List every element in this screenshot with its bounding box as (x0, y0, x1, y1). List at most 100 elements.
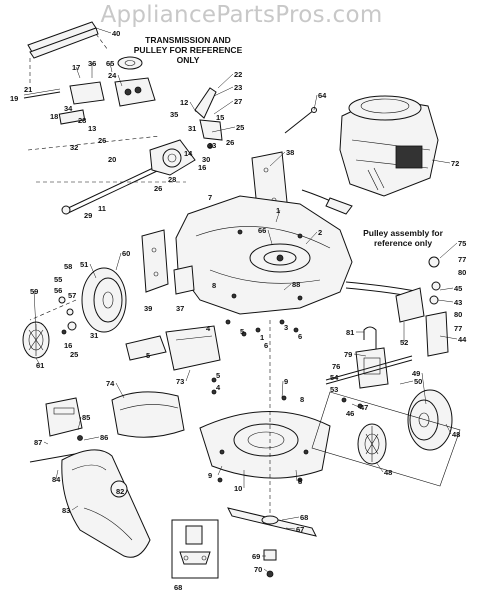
gear-housing (149, 87, 223, 176)
part-number-34: 34 (64, 104, 73, 113)
leader-line (275, 209, 281, 223)
part-number-60: 60 (122, 249, 130, 258)
part-number-17: 17 (72, 63, 80, 72)
part-number-48: 48 (452, 430, 460, 439)
part-number-26: 26 (154, 184, 162, 193)
leader-line (75, 66, 81, 79)
leader-line (375, 461, 384, 473)
part-number-53: 53 (330, 385, 338, 394)
part-number-22: 22 (234, 70, 242, 79)
leader-line (445, 423, 452, 435)
part-number-26: 26 (226, 138, 234, 147)
part-number-82: 82 (116, 487, 124, 496)
part-number-31: 31 (188, 124, 196, 133)
control-cable (284, 107, 317, 134)
part-number-68: 68 (300, 513, 308, 522)
part-number-66: 66 (258, 226, 266, 235)
transmission-note: TRANSMISSION AND PULLEY FOR REFERENCE ON… (133, 35, 243, 65)
leader-line (43, 441, 49, 445)
part-number-14: 14 (184, 149, 193, 158)
leader-line (439, 242, 458, 259)
part-number-33: 33 (208, 141, 216, 150)
grass-bag (61, 449, 151, 558)
leader-line (281, 380, 284, 399)
part-number-3: 3 (284, 323, 288, 332)
part-number-81: 81 (346, 328, 354, 337)
leader-line (117, 74, 123, 87)
mower-deck (175, 195, 353, 315)
leader-line (437, 299, 454, 303)
rear-axle-bracket (345, 256, 449, 357)
pulley-note: Pulley assembly for reference only (363, 228, 443, 248)
part-number-74: 74 (106, 379, 115, 388)
part-number-49: 49 (412, 369, 420, 378)
part-number-36: 36 (88, 59, 96, 68)
bag-frame (29, 397, 87, 463)
right-wheel (311, 389, 461, 487)
part-number-5: 5 (146, 351, 150, 360)
part-number-55: 55 (54, 275, 62, 284)
part-number-18: 18 (50, 112, 58, 121)
leader-line (115, 252, 122, 271)
fasteners (211, 319, 363, 483)
part-number-69: 69 (252, 552, 260, 561)
part-number-21: 21 (24, 85, 32, 94)
part-number-47: 47 (360, 403, 368, 412)
part-number-13: 13 (88, 124, 96, 133)
part-number-50: 50 (414, 377, 422, 386)
part-number-24: 24 (108, 71, 117, 80)
upper-handle-bar (27, 21, 109, 85)
leader-line (295, 469, 298, 482)
leader-line (267, 229, 273, 245)
part-number-72: 72 (451, 159, 459, 168)
leader-line (77, 416, 82, 431)
part-number-39: 39 (144, 304, 152, 313)
part-number-9: 9 (208, 471, 212, 480)
part-number-85: 85 (82, 413, 90, 422)
part-number-5: 5 (216, 371, 220, 380)
part-number-51: 51 (80, 260, 88, 269)
leader-line (439, 335, 458, 340)
rear-bracket (141, 229, 195, 295)
lower-deck-skirt (199, 320, 331, 520)
part-number-19: 19 (10, 94, 18, 103)
part-number-80: 80 (458, 268, 466, 277)
part-number-56: 56 (54, 286, 62, 295)
part-number-43: 43 (454, 298, 462, 307)
transmission-assembly (23, 56, 156, 125)
leader-line (439, 287, 454, 291)
part-number-75: 75 (458, 239, 466, 248)
part-number-10: 10 (234, 484, 242, 493)
part-number-26: 26 (98, 136, 106, 145)
part-number-38: 38 (286, 148, 294, 157)
part-number-20: 20 (108, 155, 116, 164)
part-number-28: 28 (78, 116, 86, 125)
part-number-25: 25 (70, 350, 78, 359)
part-number-1: 1 (260, 333, 264, 342)
part-number-48: 48 (384, 468, 392, 477)
leader-line (305, 231, 318, 245)
part-number-30: 30 (202, 155, 210, 164)
part-number-1: 1 (276, 206, 280, 215)
part-number-7: 7 (208, 193, 212, 202)
adapter-kit-box (171, 519, 219, 579)
part-number-27: 27 (234, 97, 242, 106)
part-number-45: 45 (454, 284, 462, 293)
leader-line (109, 62, 113, 73)
part-number-25: 25 (236, 123, 244, 132)
leader-line (189, 101, 197, 113)
part-number-6: 6 (264, 341, 268, 350)
part-number-16: 16 (64, 341, 72, 350)
mulch-cover (111, 391, 185, 438)
part-number-61: 61 (36, 361, 44, 370)
part-number-32: 32 (70, 143, 78, 152)
part-number-77: 77 (458, 255, 466, 264)
part-number-73: 73 (176, 377, 184, 386)
part-number-35: 35 (170, 110, 178, 119)
leader-line (71, 505, 79, 511)
part-number-11: 11 (98, 204, 106, 213)
part-number-31: 31 (90, 331, 98, 340)
leader-line (283, 283, 292, 291)
leader-line (211, 126, 236, 133)
part-number-4: 4 (216, 383, 221, 392)
